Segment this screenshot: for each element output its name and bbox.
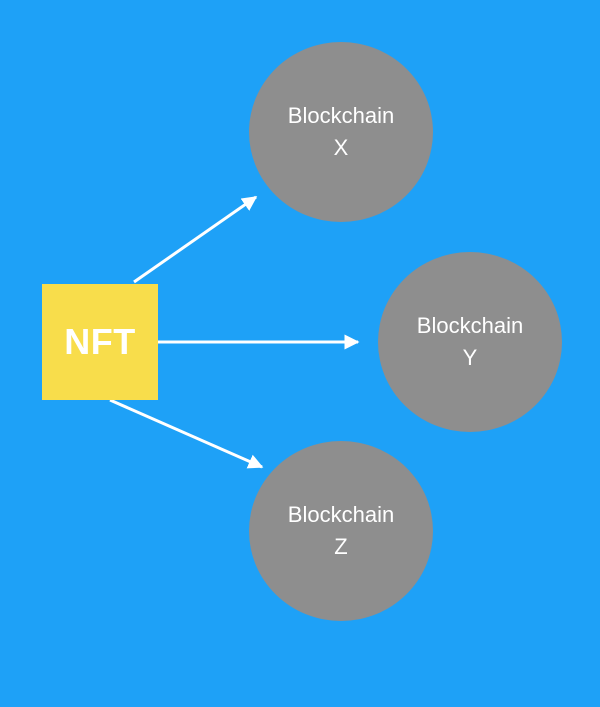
blockchain-x-label: Blockchain	[287, 103, 395, 128]
blockchain-y-label: Blockchain	[416, 313, 524, 338]
arrow-to-blockchain-x	[133, 195, 258, 284]
blockchain-z-label: Blockchain	[287, 502, 395, 527]
blockchain-y-node: Blockchain Y	[378, 252, 562, 432]
arrow-to-blockchain-z	[109, 398, 264, 469]
nft-box: NFT	[42, 284, 158, 400]
blockchain-x-letter: X	[333, 135, 349, 160]
blockchain-z-node: Blockchain Z	[249, 441, 433, 621]
blockchain-x-node: Blockchain X	[249, 42, 433, 222]
blockchain-y-letter: Y	[462, 345, 478, 370]
nft-label: NFT	[64, 321, 136, 362]
blockchain-z-letter: Z	[334, 534, 348, 559]
